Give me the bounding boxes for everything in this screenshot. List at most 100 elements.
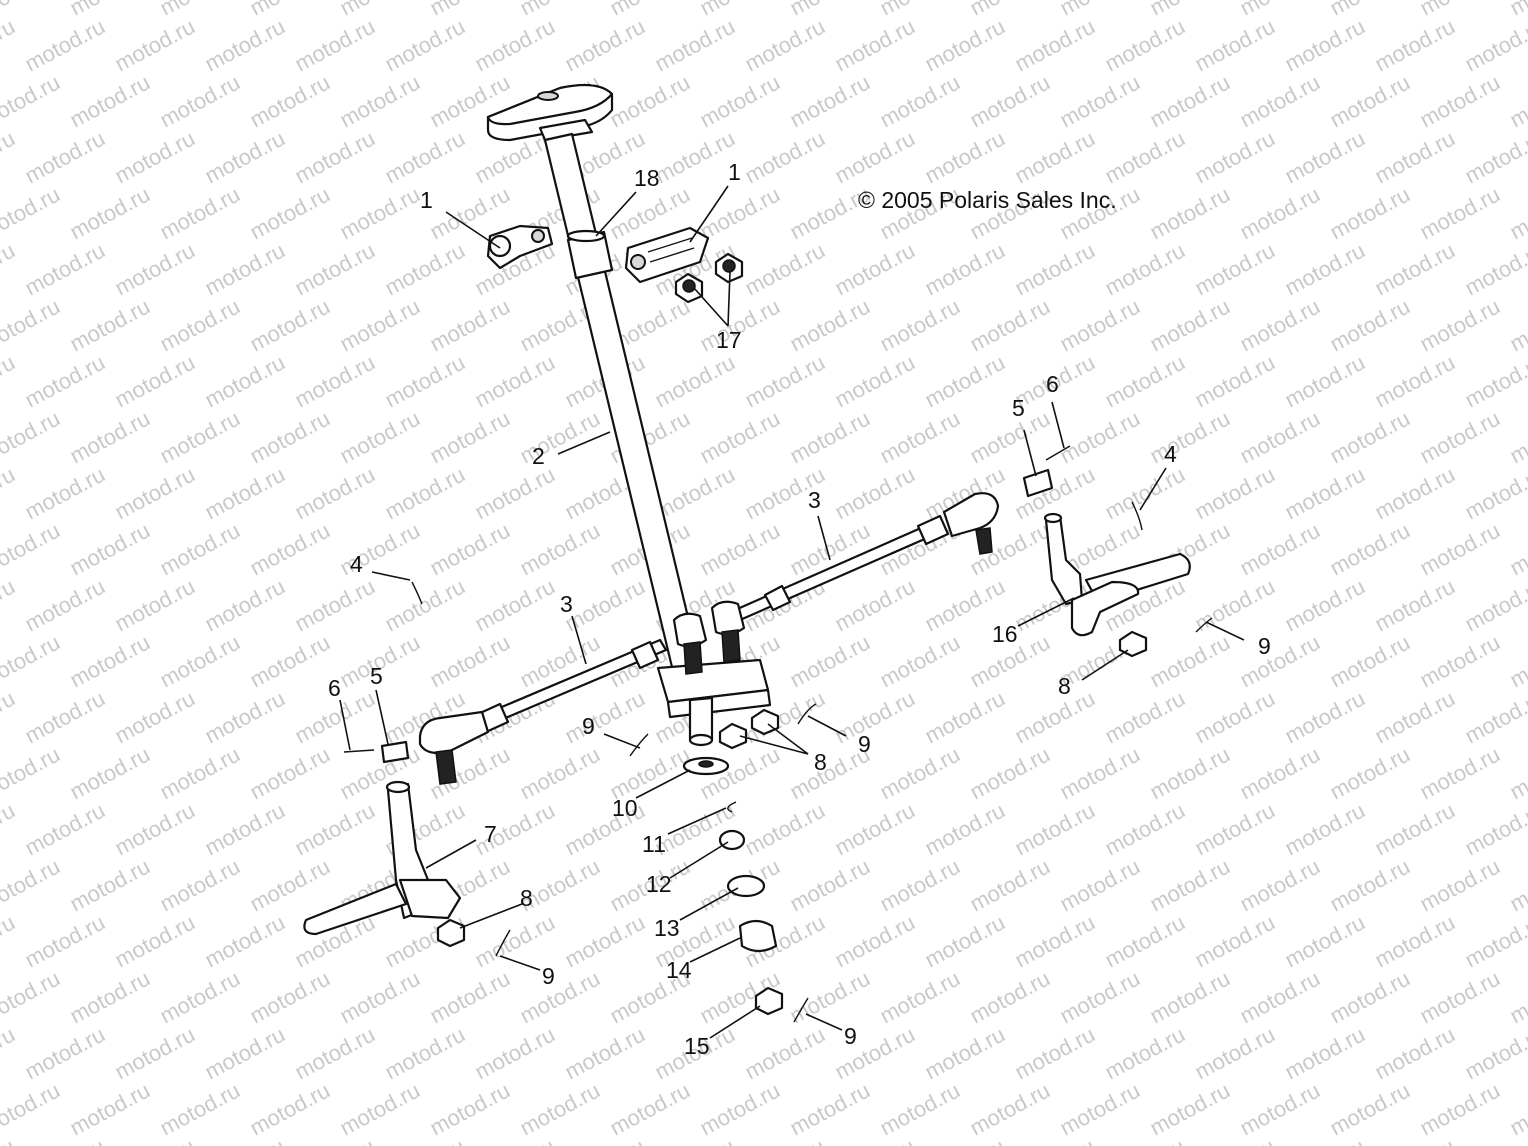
watermark-text: motod.ru (696, 0, 784, 20)
watermark-text: motod.ru (381, 238, 469, 301)
watermark-text: motod.ru (1191, 126, 1279, 189)
watermark-text: motod.ru (0, 1078, 64, 1141)
watermark-text: motod.ru (831, 350, 919, 413)
watermark-text: motod.ru (831, 574, 919, 637)
callout-8-right: 8 (1058, 673, 1071, 699)
watermark-text: motod.ru (1506, 294, 1528, 357)
watermark-text: motod.ru (1101, 350, 1189, 413)
watermark-text: motod.ru (291, 126, 379, 189)
watermark-text: motod.ru (246, 406, 334, 469)
callout-1-right: 1 (728, 159, 741, 185)
callout-7: 7 (484, 821, 497, 847)
watermark-text: motod.ru (1011, 126, 1099, 189)
watermark-text: motod.ru (426, 966, 514, 1029)
callout-16: 16 (992, 621, 1018, 647)
castle-nut-5-right (1022, 468, 1054, 498)
watermark-text: motod.ru (1011, 14, 1099, 77)
watermark-text: motod.ru (1101, 1134, 1189, 1146)
watermark-text: motod.ru (336, 518, 424, 581)
watermark-text: motod.ru (1101, 14, 1189, 77)
watermark-text: motod.ru (426, 406, 514, 469)
watermark-text: motod.ru (966, 966, 1054, 1029)
watermark-text: motod.ru (1416, 70, 1504, 133)
watermark-text: motod.ru (1461, 462, 1528, 525)
watermark-text: motod.ru (66, 294, 154, 357)
watermark-text: motod.ru (741, 1134, 829, 1146)
watermark-text: motod.ru (1191, 686, 1279, 749)
watermark-text: motod.ru (1056, 854, 1144, 917)
watermark-text: motod.ru (1011, 238, 1099, 301)
watermark-text: motod.ru (1371, 14, 1459, 77)
cotter-pin-4-left (411, 581, 423, 605)
watermark-text: motod.ru (21, 350, 109, 413)
watermark-text: motod.ru (381, 126, 469, 189)
watermark-text: motod.ru (1191, 1134, 1279, 1146)
callout-17: 17 (716, 327, 742, 353)
watermark-text: motod.ru (471, 1134, 559, 1146)
watermark-text: motod.ru (966, 0, 1054, 20)
watermark-text: motod.ru (786, 854, 874, 917)
watermark-text: motod.ru (561, 14, 649, 77)
cotter-pin-6-right (1045, 445, 1071, 461)
watermark-text: motod.ru (1056, 742, 1144, 805)
watermark-text: motod.ru (111, 126, 199, 189)
callout-8-center: 8 (814, 749, 827, 775)
watermark-text: motod.ru (246, 518, 334, 581)
nut-8-center (718, 708, 780, 750)
watermark-text: motod.ru (0, 1134, 19, 1146)
watermark-text: motod.ru (21, 462, 109, 525)
watermark-text: motod.ru (0, 854, 64, 917)
callout-4-right: 4 (1164, 441, 1177, 467)
callout-11: 11 (642, 831, 666, 857)
watermark-text: motod.ru (201, 14, 289, 77)
callout-1-left: 1 (420, 187, 433, 213)
watermark-text: motod.ru (1461, 126, 1528, 189)
watermark-text: motod.ru (1506, 630, 1528, 693)
watermark-text: motod.ru (1371, 1134, 1459, 1146)
watermark-text: motod.ru (1461, 686, 1528, 749)
nut-8-right (1118, 630, 1148, 658)
watermark-text: motod.ru (921, 1022, 1009, 1085)
watermark-text: motod.ru (0, 798, 19, 861)
watermark-text: motod.ru (831, 798, 919, 861)
cotter-pin-4-right (1131, 501, 1143, 531)
watermark-text: motod.ru (156, 854, 244, 917)
watermark-text: motod.ru (921, 1134, 1009, 1146)
watermark-text: motod.ru (246, 742, 334, 805)
callout-12: 12 (646, 871, 672, 897)
tie-rod-left (418, 612, 708, 785)
watermark-text: motod.ru (1191, 1022, 1279, 1085)
watermark-text: motod.ru (66, 406, 154, 469)
watermark-text: motod.ru (1146, 294, 1234, 357)
watermark-text: motod.ru (21, 14, 109, 77)
watermark-text: motod.ru (66, 854, 154, 917)
callout-3-left: 3 (560, 591, 573, 617)
callout-5-left: 5 (370, 663, 383, 689)
watermark-text: motod.ru (201, 574, 289, 637)
watermark-text: motod.ru (1146, 0, 1234, 20)
watermark-text: motod.ru (111, 238, 199, 301)
watermark-text: motod.ru (201, 798, 289, 861)
watermark-text: motod.ru (786, 630, 874, 693)
callout-9-bottom: 9 (844, 1023, 857, 1049)
watermark-text: motod.ru (1416, 0, 1504, 20)
watermark-text: motod.ru (1191, 14, 1279, 77)
bushing-13 (726, 874, 766, 898)
watermark-text: motod.ru (0, 462, 19, 525)
watermark-text: motod.ru (561, 686, 649, 749)
watermark-text: motod.ru (876, 742, 964, 805)
watermark-text: motod.ru (1146, 630, 1234, 693)
callout-3-right: 3 (808, 487, 821, 513)
watermark-text: motod.ru (381, 14, 469, 77)
watermark-text: motod.ru (1146, 742, 1234, 805)
watermark-text: motod.ru (1236, 518, 1324, 581)
watermark-text: motod.ru (1056, 70, 1144, 133)
watermark-text: motod.ru (336, 294, 424, 357)
watermark-text: motod.ru (201, 350, 289, 413)
watermark-text: motod.ru (0, 686, 19, 749)
watermark-text: motod.ru (1326, 966, 1414, 1029)
watermark-text: motod.ru (1281, 686, 1369, 749)
watermark-text: motod.ru (0, 574, 19, 637)
watermark-text: motod.ru (156, 406, 244, 469)
watermark-text: motod.ru (1371, 686, 1459, 749)
